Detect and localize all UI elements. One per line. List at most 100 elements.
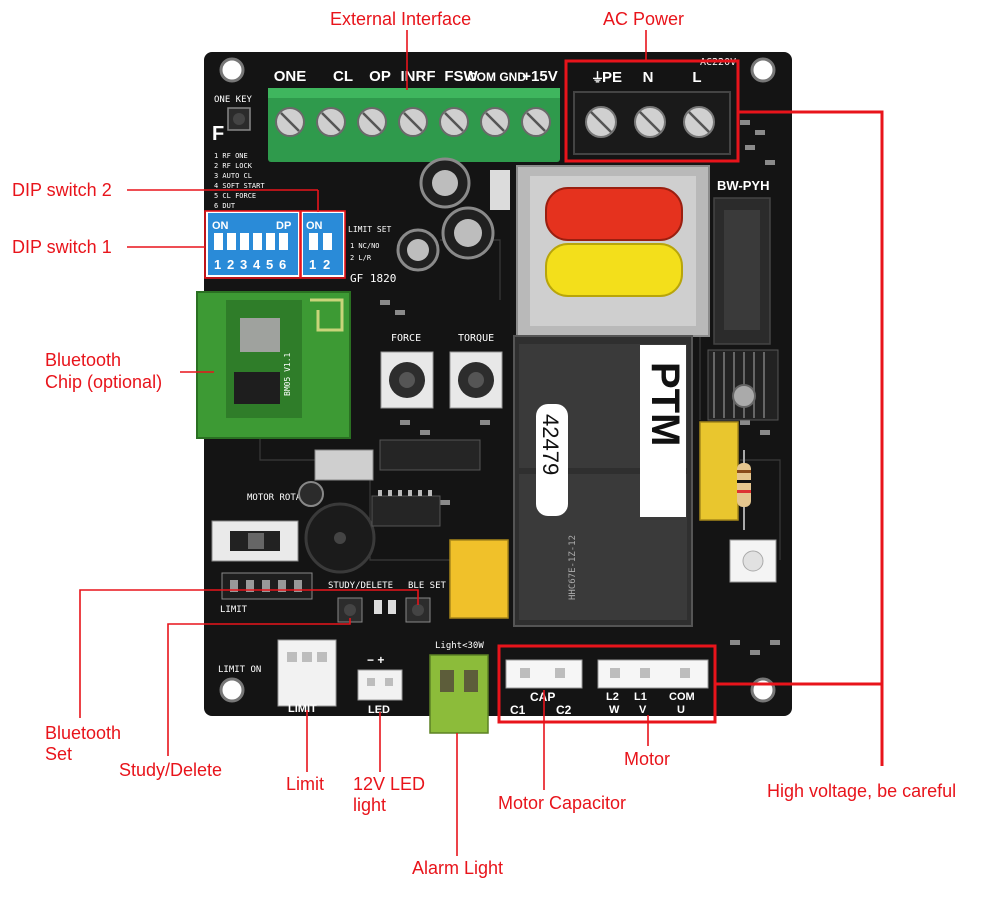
bluetooth-module: BM05 V1.1 [196, 291, 351, 439]
limit-callout: Limit [286, 774, 325, 794]
terminal-label-cl: CL [333, 68, 353, 85]
ac-power-callout: AC Power [603, 9, 685, 29]
limit-connector-label: LIMIT [288, 703, 317, 715]
svg-text:6: 6 [279, 257, 286, 272]
dip2-on-label: ON [306, 220, 323, 232]
cap-terminal-c1: C1 [510, 703, 526, 717]
motor-terminal-w: W [609, 704, 620, 716]
transformer-part-label: BW-PYH [717, 178, 769, 193]
svg-text:1: 1 [309, 257, 316, 272]
ground-symbol-icon: ⏚ [591, 70, 604, 85]
motor-callout: Motor [624, 749, 671, 769]
relay-brand: PTM [643, 362, 687, 446]
dip1-dp-label: DP [276, 220, 291, 232]
cap-terminal-c2: C2 [556, 703, 572, 717]
terminal-label-15v: +15V [522, 68, 557, 85]
terminal-label-one: ONE [274, 68, 307, 85]
small-capacitor [298, 481, 324, 507]
limit-set-label: LIMIT SET [348, 225, 392, 234]
potentiometers: FORCE TORQUE [380, 333, 503, 409]
bluetooth-set-callout-line2: Set [45, 744, 73, 764]
buzzer [304, 502, 376, 574]
motor-rotation-switch: MOTOR ROTATION [211, 493, 323, 562]
ic-chips [314, 439, 481, 527]
svg-text:4: 4 [253, 257, 261, 272]
one-key-button: ONE KEY F [212, 95, 253, 145]
chip-marking: GF 1820 [350, 272, 396, 285]
yellow-capacitor [699, 421, 739, 521]
small-relay [449, 539, 509, 619]
dip-legend-2: 2 RF LOCK [214, 162, 253, 170]
terminal-label-inrf: INRF [401, 68, 436, 85]
dip-legend-3: 3 AUTO CL [214, 172, 252, 180]
light-rating-label: Light<30W [435, 641, 484, 651]
relay-number: 42479 [538, 414, 563, 475]
terminal-label-fsw: FSW [444, 68, 478, 85]
heat-sink [707, 349, 779, 421]
limit-connector: LIMIT [277, 639, 337, 715]
svg-text:5: 5 [266, 257, 273, 272]
bluetooth-set-callout-line1: Bluetooth [45, 723, 122, 743]
led-light-callout-line2: light [353, 795, 387, 815]
leader-high-voltage [738, 110, 884, 766]
led-connector: − + LED [357, 653, 403, 716]
dip-switch-2-callout: DIP switch 2 [12, 180, 112, 200]
leader-lines [79, 30, 884, 856]
torque-label: TORQUE [458, 333, 494, 344]
terminal-label-op: OP [369, 68, 391, 85]
alarm-light-callout: Alarm Light [412, 858, 504, 878]
motor-capacitor-callout: Motor Capacitor [498, 793, 627, 813]
svg-text:1: 1 [214, 257, 221, 272]
svg-text:1 NC/NO: 1 NC/NO [350, 242, 380, 250]
relay: PTM 42479 HHC67E-1Z-12 [513, 335, 693, 627]
study-delete-silk: STUDY/DELETE [328, 581, 393, 591]
dip-legend-5: 5 CL FORCE [214, 192, 256, 200]
ac-terminal-n: N [643, 69, 654, 86]
transformer [516, 165, 710, 337]
motor-terminal-l1: L1 [634, 691, 647, 703]
ac-terminal-l: L [692, 69, 701, 86]
cap-label: CAP [530, 690, 555, 704]
dip-switch-1: ON DP 1 2 3 4 5 6 [206, 211, 300, 277]
study-delete-callout: Study/Delete [119, 760, 223, 780]
capacitor-connector: CAP C1 C2 [505, 659, 583, 717]
electrolytic-capacitors [396, 157, 510, 272]
svg-text:F: F [212, 123, 224, 145]
motor-connector: L2 L1 COM W V U [597, 659, 709, 716]
dip1-on-label: ON [212, 220, 229, 232]
ac-terminal-pe: PE [602, 69, 622, 86]
motor-terminal-u: U [677, 704, 685, 716]
limit-header: LIMIT [220, 572, 313, 615]
dip-switch-1-highlight [204, 210, 301, 279]
terminal-label-com-gnd: COM GND [468, 70, 526, 84]
led-connector-label: LED [368, 704, 390, 716]
dip-switch-1-callout: DIP switch 1 [12, 237, 112, 257]
one-key-label: ONE KEY [214, 95, 253, 105]
high-voltage-callout: High voltage, be careful [767, 781, 957, 801]
limit-header-label: LIMIT [220, 605, 248, 615]
dip-switch-2: ON 1 2 LIMIT SET 1 NC/NO 2 L/R [301, 211, 392, 277]
leader-bluetooth-set [79, 589, 419, 718]
force-label: FORCE [391, 333, 421, 344]
dip-legend-4: 4 SOFT START [214, 182, 265, 190]
motor-terminal-l2: L2 [606, 691, 619, 703]
dip-legend-6: 6 DUT [214, 202, 236, 210]
svg-text:3: 3 [240, 257, 247, 272]
bw-pyh-component: BW-PYH [713, 178, 771, 345]
dip-legend-1: 1 RF ONE [214, 152, 248, 160]
bt-module-label: BM05 V1.1 [283, 352, 292, 396]
motor-rotation-label: MOTOR ROTATION [247, 493, 323, 503]
led-light-callout-line1: 12V LED [353, 774, 426, 794]
led-polarity: − + [367, 653, 384, 667]
motor-terminal-com: COM [669, 691, 695, 703]
ble-set-silk: BLE SET [408, 581, 447, 591]
limit-on-label: LIMIT ON [218, 665, 261, 675]
svg-text:2: 2 [323, 257, 330, 272]
bluetooth-chip-callout-line2: Chip (optional) [45, 372, 163, 392]
status-leds [374, 600, 396, 614]
dip-switch-2-highlight [300, 210, 346, 279]
external-interface-callout: External Interface [330, 9, 472, 29]
external-interface-terminal-block: ONE CL OP INRF FSW COM GND +15V [268, 68, 560, 162]
alarm-light-connector: Light<30W [429, 641, 489, 734]
